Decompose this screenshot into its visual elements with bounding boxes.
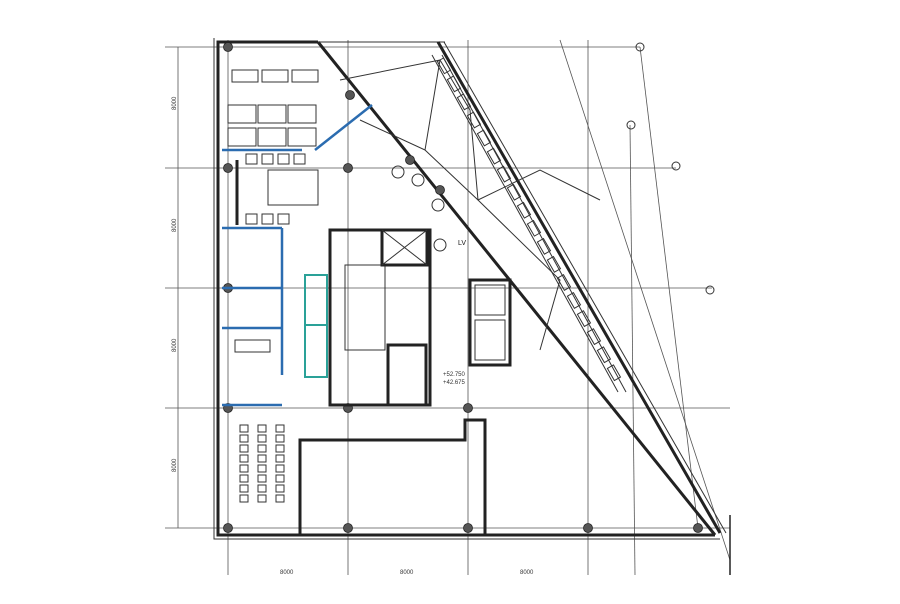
column — [435, 185, 445, 195]
facade-fin — [486, 147, 502, 165]
level-top-label: +52.750 — [443, 372, 466, 378]
cafe-table — [411, 173, 425, 187]
facade-fin — [476, 129, 492, 147]
facade-fin — [556, 273, 572, 291]
facade-fin — [456, 93, 472, 111]
seat — [275, 434, 285, 443]
seat — [275, 474, 285, 483]
column — [223, 163, 233, 173]
seat — [257, 444, 267, 453]
seat — [257, 474, 267, 483]
seat — [275, 424, 285, 433]
dimension-left-2: 8000 — [172, 218, 178, 232]
dimension-bottom-3: 8000 — [520, 570, 534, 576]
seat — [239, 444, 249, 453]
desk — [257, 127, 287, 147]
seat — [257, 454, 267, 463]
columns — [223, 42, 703, 533]
level-bottom-label: +42.675 — [443, 380, 466, 386]
seat — [239, 494, 249, 503]
seat — [257, 494, 267, 503]
column — [405, 155, 415, 165]
desk — [261, 69, 289, 83]
desks — [227, 69, 447, 252]
facade-fin — [516, 201, 532, 219]
seat — [275, 494, 285, 503]
chair — [277, 153, 290, 165]
chair — [245, 153, 258, 165]
chair — [277, 213, 290, 225]
chair — [261, 213, 274, 225]
column — [345, 90, 355, 100]
grid-bubble — [635, 42, 645, 52]
dimension-bottom-2: 8000 — [400, 570, 414, 576]
facade-fin — [596, 346, 612, 364]
grid-bubble — [671, 161, 681, 171]
seat — [239, 424, 249, 433]
grid-bubble — [626, 120, 636, 130]
dimension-left-1: 8000 — [172, 96, 178, 110]
seat — [239, 484, 249, 493]
column — [463, 403, 473, 413]
structural-grid — [165, 39, 731, 576]
column — [223, 523, 233, 533]
facade-fin — [496, 165, 512, 183]
desk — [291, 69, 319, 83]
seat — [257, 434, 267, 443]
desk — [287, 104, 317, 124]
facade-fin — [546, 255, 562, 273]
cafe-table — [433, 238, 447, 252]
building-envelope — [213, 38, 727, 540]
dimension-left-3: 8000 — [172, 338, 178, 352]
facade-fin — [536, 237, 552, 255]
dimension-labels: 8000 8000 8000 8000 8000 8000 8000 — [172, 96, 534, 576]
facade-fin — [576, 310, 592, 328]
desk — [257, 104, 287, 124]
desk — [227, 104, 257, 124]
seat — [257, 484, 267, 493]
column — [693, 523, 703, 533]
facade-fin — [586, 328, 602, 346]
cafe-table — [391, 165, 405, 179]
desk — [231, 69, 259, 83]
column — [343, 163, 353, 173]
seat — [275, 464, 285, 473]
column — [463, 523, 473, 533]
desk — [227, 127, 257, 147]
seat — [257, 424, 267, 433]
atrium-lines — [339, 59, 601, 351]
column — [343, 523, 353, 533]
lift-void-label: LV — [458, 240, 466, 247]
interior-walls — [222, 104, 512, 535]
facade-fin — [566, 292, 582, 310]
seat — [275, 444, 285, 453]
seat — [275, 454, 285, 463]
column — [583, 523, 593, 533]
seat — [239, 434, 249, 443]
seat — [257, 464, 267, 473]
facade-fin — [506, 183, 522, 201]
dimension-bottom-1: 8000 — [280, 570, 294, 576]
facade-fin — [526, 219, 542, 237]
grid-bubble — [705, 285, 715, 295]
chair — [245, 213, 258, 225]
chair — [293, 153, 306, 165]
column — [223, 42, 233, 52]
seat — [239, 474, 249, 483]
desk — [287, 127, 317, 147]
seat — [239, 454, 249, 463]
cafe-table — [431, 198, 445, 212]
auditorium-seating — [239, 424, 285, 503]
facade-fin — [606, 364, 622, 382]
seat — [239, 464, 249, 473]
dimension-left-4: 8000 — [172, 458, 178, 472]
seat — [275, 484, 285, 493]
grid-bubbles — [626, 42, 715, 295]
chair — [261, 153, 274, 165]
